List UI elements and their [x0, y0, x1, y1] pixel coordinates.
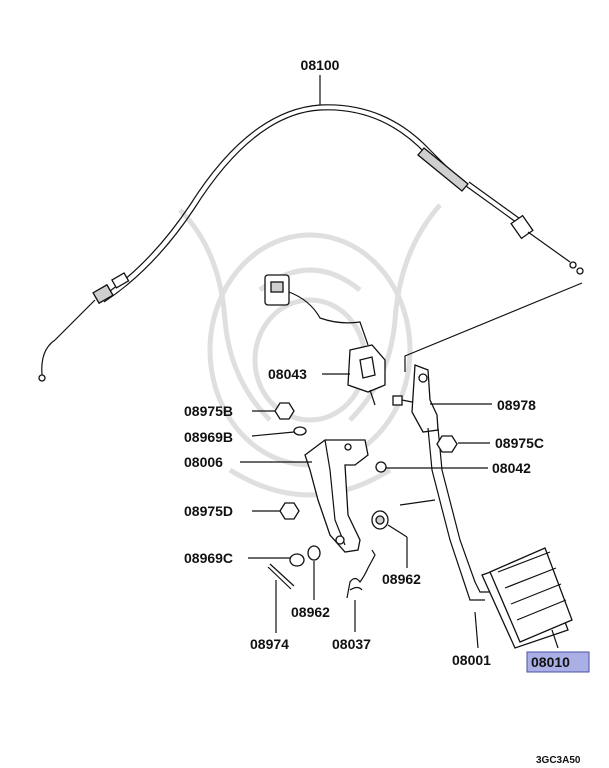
- pin-08974: [267, 563, 295, 590]
- label-08042[interactable]: 08042: [492, 460, 531, 476]
- label-08969C[interactable]: 08969C: [184, 550, 233, 566]
- label-08975C[interactable]: 08975C: [495, 435, 544, 451]
- diagram-code: 3GC3A50: [536, 755, 581, 766]
- nut-08975C: [436, 435, 458, 453]
- leader-08969B: [251, 431, 295, 437]
- label-08975D[interactable]: 08975D: [184, 503, 233, 519]
- stopper-08042: [375, 461, 387, 473]
- label-08978[interactable]: 08978: [497, 397, 536, 413]
- label-08006[interactable]: 08006: [184, 454, 223, 470]
- bushing-08962-left: [307, 545, 321, 561]
- highlight-08010: [526, 651, 590, 673]
- leader-08962-right: [387, 524, 408, 538]
- bolt-08978: [392, 395, 413, 406]
- label-08969B[interactable]: 08969B: [184, 429, 233, 445]
- nut-08975D: [279, 502, 300, 520]
- throttle-cable: [38, 75, 584, 382]
- label-08043[interactable]: 08043: [268, 366, 307, 382]
- cable-leader-line: [404, 282, 583, 372]
- label-08974[interactable]: 08974: [250, 636, 289, 652]
- label-08100[interactable]: 08100: [301, 57, 340, 73]
- sensor-bracket: [264, 274, 386, 406]
- label-08001[interactable]: 08001: [452, 652, 491, 668]
- pedal-bracket: [304, 439, 369, 553]
- washer-08969C: [289, 553, 305, 567]
- label-08010[interactable]: 08010: [531, 654, 570, 670]
- label-08962-left[interactable]: 08962: [291, 604, 330, 620]
- washer-08969B: [293, 426, 307, 436]
- label-08975B[interactable]: 08975B: [184, 403, 233, 419]
- accelerator-pedal: [399, 364, 573, 649]
- label-08037[interactable]: 08037: [332, 636, 371, 652]
- bushing-08962-right: [371, 510, 389, 530]
- label-08962-right[interactable]: 08962: [382, 571, 421, 587]
- leader-08010: [551, 629, 559, 649]
- leader-08001: [474, 611, 479, 649]
- spring-08037: [346, 549, 376, 599]
- nut-08975B: [274, 402, 295, 420]
